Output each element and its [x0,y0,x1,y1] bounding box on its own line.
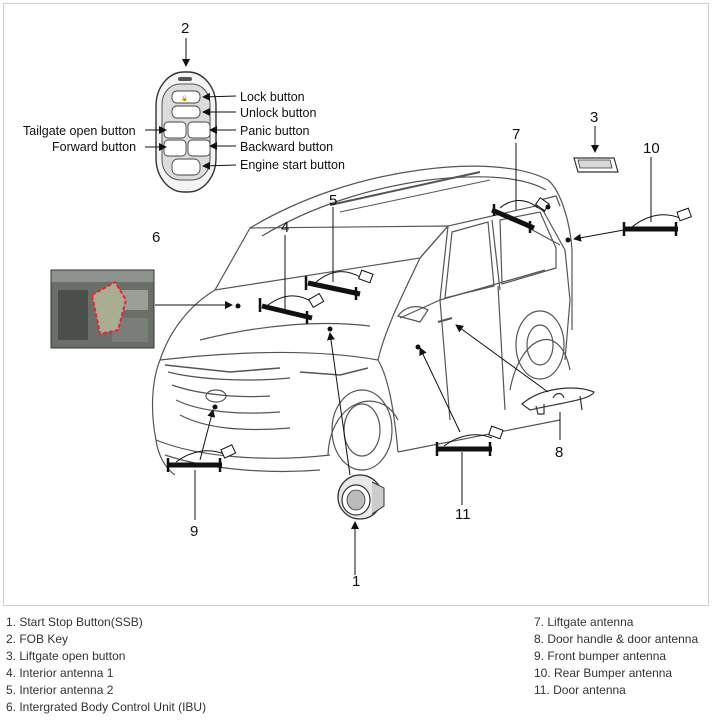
callout-1: 1 [352,573,360,590]
callout-9: 9 [190,523,198,540]
legend-item: 5. Interior antenna 2 [6,683,114,697]
legend-item: 1. Start Stop Button(SSB) [6,615,143,629]
rear-bumper-antenna-drawing [622,207,692,236]
smart-key-system-diagram: 🔒 [23,20,692,590]
legend-left: 1. Start Stop Button(SSB) 2. FOB Key 3. … [6,614,206,716]
forward-button-label: Forward button [52,140,136,154]
callout-3: 3 [590,109,598,126]
fob-key-drawing: 🔒 [155,71,217,193]
unlock-button-label: Unlock button [240,106,316,120]
leader-lines [145,38,652,575]
callout-11: 11 [455,506,471,523]
location-dots [212,204,571,410]
start-stop-button-drawing [337,474,385,520]
callout-6: 6 [152,229,160,246]
legend-item: 2. FOB Key [6,632,69,646]
vehicle-drawing [151,165,573,476]
legend-item: 4. Interior antenna 1 [6,666,114,680]
legend-item: 10. Rear Bumper antenna [534,666,673,680]
tailgate-button-label: Tailgate open button [23,124,136,138]
front-bumper-antenna-drawing [166,444,237,472]
ibu-photo [50,269,155,349]
svg-text:🔒: 🔒 [181,95,188,102]
callout-7: 7 [512,126,520,143]
door-antenna-drawing [435,425,504,456]
legend-item: 7. Liftgate antenna [534,615,634,629]
legend-item: 8. Door handle & door antenna [534,632,699,646]
legend-right: 7. Liftgate antenna 8. Door handle & doo… [534,614,698,699]
interior-antenna-1-drawing [258,292,325,324]
legend-item: 9. Front bumper antenna [534,649,667,663]
liftgate-button-drawing [573,157,619,173]
backward-button-label: Backward button [240,140,333,154]
legend-item: 3. Liftgate open button [6,649,126,663]
legend-item: 6. Intergrated Body Control Unit (IBU) [6,700,207,714]
interior-antenna-2-drawing [304,269,374,300]
callout-2: 2 [181,20,189,37]
callout-8: 8 [555,444,563,461]
diagram-frame [3,3,709,606]
legend-item: 11. Door antenna [534,683,626,697]
callout-10: 10 [643,140,660,157]
engine-start-button-label: Engine start button [240,158,345,172]
antennas [166,197,692,472]
callout-4: 4 [281,219,289,236]
lock-button-label: Lock button [240,90,305,104]
door-handle-antenna-drawing [521,387,595,415]
panic-button-label: Panic button [240,124,310,138]
callout-5: 5 [329,192,337,209]
